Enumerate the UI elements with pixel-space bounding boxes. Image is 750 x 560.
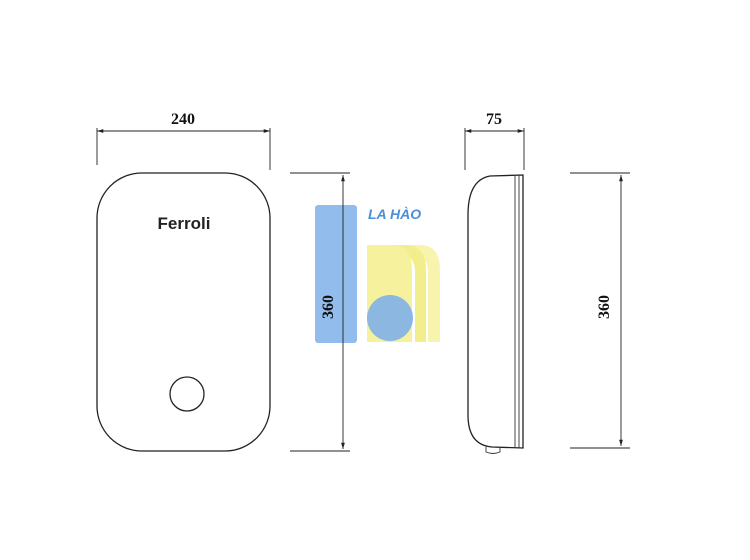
depth-dimension-label: 75 — [486, 111, 502, 128]
watermark-text: LA HÀO — [368, 206, 421, 222]
watermark-blue-circle — [367, 295, 413, 341]
side-height-dimension: 360 — [570, 172, 630, 449]
side-height-label: 360 — [596, 295, 613, 319]
brand-logo: Ferroli — [158, 214, 211, 233]
front-height-label: 360 — [320, 295, 337, 319]
control-knob — [169, 376, 205, 412]
watermark-logo: LA HÀO — [315, 205, 440, 343]
watermark-blue-bar — [315, 205, 357, 343]
front-view: 240 Ferroli — [96, 111, 271, 452]
side-view: 75 — [464, 111, 525, 454]
side-body-outline — [467, 174, 524, 449]
front-height-dimension: 360 — [290, 172, 350, 452]
width-dimension-label: 240 — [171, 111, 195, 128]
front-body-outline — [96, 172, 271, 452]
